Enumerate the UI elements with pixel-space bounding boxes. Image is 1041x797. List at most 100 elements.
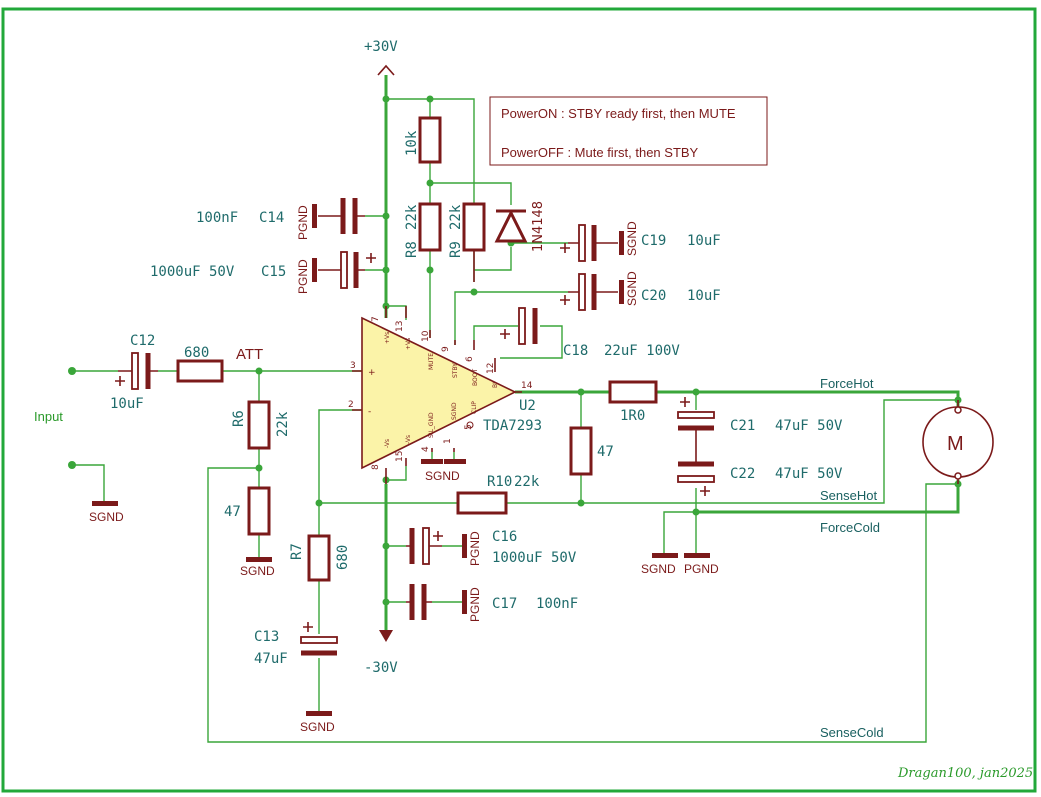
aux-sgnd-label: SGND	[89, 510, 124, 524]
pin-14: 14	[521, 381, 533, 391]
r47-feedback-value: 47	[597, 444, 614, 460]
resistor-r10	[456, 491, 508, 515]
att-net-label: ATT	[236, 346, 263, 363]
resistor-47-bottom	[247, 486, 271, 536]
pin-name-boot: BOOT	[472, 369, 479, 386]
sense-cold-wire	[207, 467, 958, 743]
pin-2: 2	[348, 400, 354, 410]
wire-sgnd-cap	[663, 511, 696, 554]
ic-sgnd-label: SGND	[425, 469, 460, 483]
capacitor-c20	[560, 273, 624, 311]
c13-value: 47uF	[254, 651, 288, 667]
ic-body	[361, 316, 517, 470]
pin-6: 6	[465, 356, 475, 362]
force-cold-wire	[696, 480, 960, 514]
wire-c18-left	[473, 325, 518, 340]
force-hot-wire	[656, 390, 960, 410]
sense-hot-wire	[581, 399, 958, 504]
c12-value: 10uF	[110, 396, 144, 412]
c21-value: 47uF 50V	[775, 418, 843, 434]
pin-name-silgnd: SIL_GND	[428, 412, 435, 438]
force-cold-label: ForceCold	[820, 520, 880, 535]
wire-sgnd-aux	[72, 464, 105, 502]
pin-name-nvs2: -Vs	[405, 435, 412, 444]
capacitor-c19	[560, 224, 624, 262]
c17-value: 100nF	[536, 596, 578, 612]
c13-sgnd-label: SGND	[300, 720, 335, 734]
c16-ref: C16	[492, 529, 517, 545]
c14-ref: C14	[259, 210, 284, 226]
r6-ref: R6	[231, 410, 247, 427]
r10-value: 22k	[514, 474, 540, 490]
c22-pgnd-label: PGND	[684, 562, 719, 576]
sense-hot-label: SenseHot	[820, 488, 877, 503]
positive-rail-label: +30V	[364, 39, 398, 55]
force-hot-label: ForceHot	[820, 376, 874, 391]
pin-7: 7	[371, 316, 381, 322]
capacitor-c14	[312, 198, 365, 234]
c15-value: 1000uF 50V	[150, 264, 235, 280]
c19-ref: C19	[641, 233, 666, 249]
c17-pgnd-label: PGND	[468, 587, 482, 622]
c17-ref: C17	[492, 596, 517, 612]
pin-9: 9	[441, 346, 451, 352]
r8-value: 22k	[404, 204, 420, 230]
resistor-r7	[307, 534, 331, 582]
diode-1n4148	[494, 209, 528, 243]
pin-name-sgnd: SGND	[451, 402, 458, 420]
note-box	[489, 96, 768, 166]
r10k-value: 10k	[404, 130, 420, 156]
c20-ref: C20	[641, 288, 666, 304]
ic-pin-names: +Vs +Vs MUTE STBY BOOT BI CLIP SGND SIL_…	[368, 332, 499, 448]
pin-name-vs2: +Vs	[405, 338, 412, 350]
r47-sgnd-label: SGND	[240, 564, 275, 578]
c14-value: 100nF	[196, 210, 238, 226]
wire-pin13	[386, 305, 407, 320]
r10-ref: R10	[487, 474, 512, 490]
wire-pin15	[386, 466, 407, 481]
c22-sgnd-label: SGND	[641, 562, 676, 576]
pin-13: 13	[395, 321, 405, 332]
c15-ref: C15	[261, 264, 286, 280]
pin-8: 8	[371, 464, 381, 470]
motor	[922, 400, 994, 484]
wire-pin2	[318, 409, 362, 503]
positive-rail-arrow	[377, 64, 395, 76]
pin-1: 1	[443, 438, 453, 444]
pin-name-minus: -	[368, 407, 371, 417]
r9-ref: R9	[448, 241, 464, 258]
motor-label: M	[947, 433, 964, 455]
pin-name-vs1: +Vs	[384, 332, 391, 344]
pin-10: 10	[421, 330, 431, 342]
pin-name-mute: MUTE	[428, 353, 435, 370]
c20-sgnd-label: SGND	[625, 271, 639, 306]
capacitor-c12	[115, 352, 158, 390]
pin-name-nvs1: -Vs	[384, 439, 391, 448]
note-line-1: PowerON : STBY ready first, then MUTE	[501, 106, 736, 121]
resistor-input-680	[176, 359, 224, 383]
pin-4: 4	[421, 446, 431, 452]
pin-15: 15	[395, 451, 405, 462]
resistor-47-feedback	[569, 426, 593, 476]
c21-ref: C21	[730, 418, 755, 434]
wires	[72, 64, 960, 743]
capacitor-c15	[312, 251, 376, 289]
ic-part: TDA7293	[483, 418, 542, 434]
pin-12: 12	[486, 363, 496, 374]
pin-5: 5	[464, 424, 474, 430]
resistor-r8	[418, 202, 442, 252]
c12-ref: C12	[130, 333, 155, 349]
r9-value: 22k	[448, 204, 464, 230]
r7-ref: R7	[289, 543, 305, 560]
c19-sgnd-label: SGND	[625, 221, 639, 256]
note-line-2: PowerOFF : Mute first, then STBY	[501, 145, 699, 160]
ic-pin-numbers: 7 13 10 9 6 12 14 3 2 8 15 4 1 5	[348, 316, 533, 470]
ic-ref: U2	[519, 398, 536, 414]
c19-value: 10uF	[687, 233, 721, 249]
wire-to-stby	[454, 291, 474, 345]
capacitor-c22	[677, 428, 715, 496]
r1r0-value: 1R0	[620, 408, 645, 424]
c18-ref: C18	[563, 343, 588, 359]
